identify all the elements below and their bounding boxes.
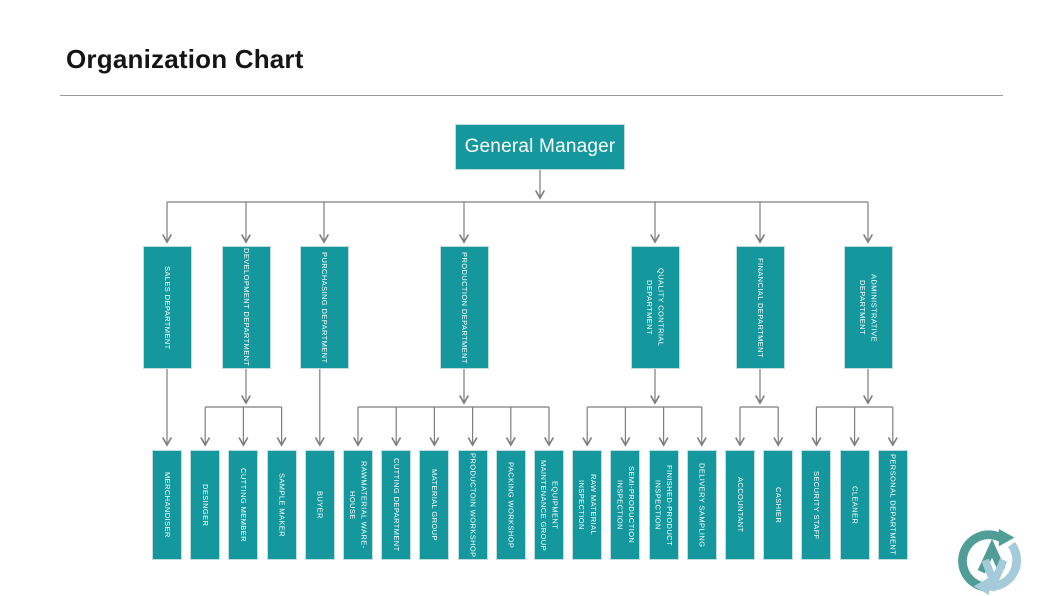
org-node-department-administrative-department[interactable]: ADMINISTRATIVE DEPARTMENT [843,246,893,369]
org-node-role-productoin-workshop[interactable]: PRODUCTOIN WORKSHOP [457,450,488,560]
page-title: Organization Chart [66,44,304,74]
logo-arrowhead-dark-icon [998,528,1015,547]
org-node-role-finished-product-inspection[interactable]: FINISHED-PRODUCT INSPECTION [648,450,679,560]
org-node-department-financial-department[interactable]: FINANCIAL DEPARTMENT [735,246,785,369]
org-node-role-personal-department[interactable]: PERSONAL DEPARTMENT [877,450,908,560]
org-node-role-packing-workshop[interactable]: PACKING WORKSHOP [495,450,526,560]
org-node-role-merchandiser[interactable]: MERCHANDISER [152,450,182,560]
brand-logo [958,528,1022,596]
org-node-role-equipment-maintenance-group[interactable]: EQUIPMENT MAINTENANCE GROUP [534,450,564,560]
org-node-department-purchasing-department[interactable]: PURCHASING DEPARTMENT [299,246,349,369]
org-node-role-cutting-department[interactable]: CUTTING DEPARTMENT [381,450,412,560]
logo-arrowhead-light-icon [973,577,990,596]
org-node-role-material-group[interactable]: MATERIAL GROUP [419,450,450,560]
org-node-role-accountant[interactable]: ACCOUNTANT [725,450,755,560]
org-node-role-sample-maker[interactable]: SAMPLE MAKER [266,450,297,560]
org-node-role-security-staff[interactable]: SECURITY STAFF [801,450,832,560]
org-node-role-delivery-sampling[interactable]: DELIVERY SAMPLING [686,450,717,560]
org-node-role-semi-production-inspection[interactable]: SEMI-PRODUCTION INSPECTION [610,450,641,560]
title-divider [60,95,1003,96]
org-node-role-desinger[interactable]: DESINGER [190,450,221,560]
org-node-department-development-department[interactable]: DEVELOPMENT DEPARTMENT [221,246,271,369]
org-node-department-quality-contrial-department[interactable]: QUALITY CONTRIAL DEPARTMENT [630,246,680,369]
org-node-role-buyer[interactable]: BUYER [304,450,335,560]
org-node-general-manager[interactable]: General Manager [455,124,625,170]
org-node-role-rawmaterial-ware-house[interactable]: RAWMATERIAL WARE- HOUSE [343,450,373,560]
org-node-role-cashier[interactable]: CASHIER [763,450,794,560]
org-node-department-sales-department[interactable]: SALES DEPARTMENT [142,246,192,369]
org-node-role-cutting-member[interactable]: CUTTING MEMBER [228,450,259,560]
org-node-role-raw-material-inspection[interactable]: RAW MATERIAL INSPECTION [572,450,603,560]
org-node-department-production-department[interactable]: PRODUCTION DEPARTMENT [439,246,489,369]
org-node-role-cleaner[interactable]: CLEANER [839,450,870,560]
logo-arc-dark-icon [958,530,1003,592]
logo-down-arrow-icon [981,558,1008,593]
